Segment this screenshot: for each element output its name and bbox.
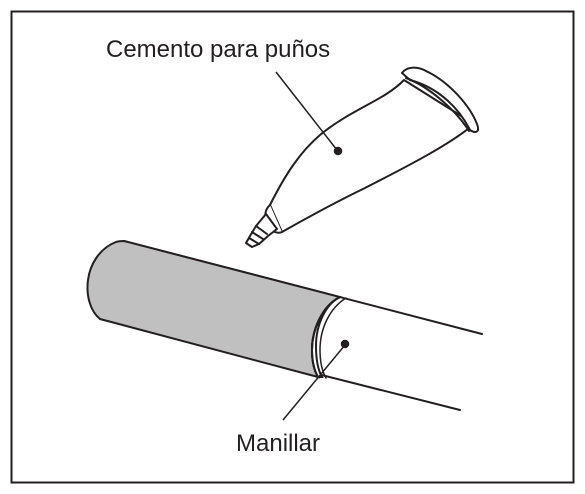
leader-dot-handlebar	[340, 339, 350, 349]
leader-line-handlebar	[282, 344, 346, 421]
glue-tube-crimp-inner	[405, 77, 470, 132]
glue-tube	[245, 66, 480, 248]
label-glue-tube: Cemento para puños	[106, 36, 331, 63]
handlebar	[86, 239, 483, 411]
leader-dot-glue	[333, 146, 343, 156]
handlebar-glued-area	[86, 239, 343, 379]
leader-lines	[275, 71, 350, 421]
glue-tube-crimp	[401, 66, 480, 133]
leader-line-glue	[275, 71, 338, 151]
label-handlebar: Manillar	[236, 430, 321, 457]
frame-border	[10, 10, 575, 484]
